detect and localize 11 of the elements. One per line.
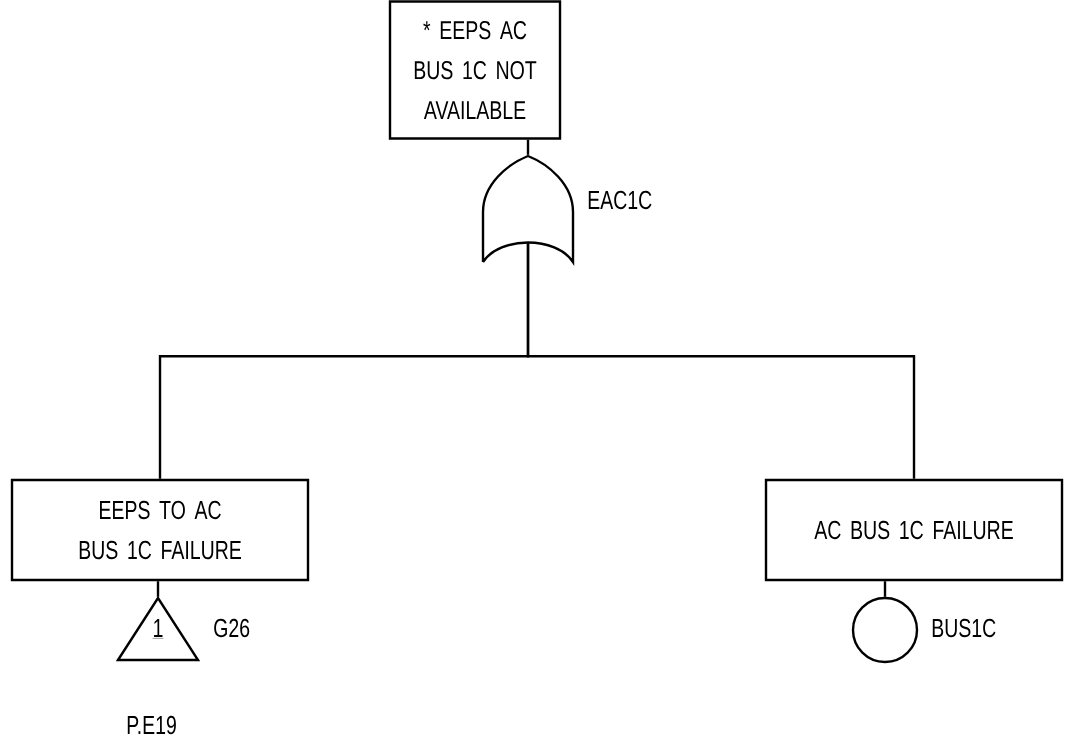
- event-box: AC BUS 1C FAILURE: [764, 478, 1064, 582]
- event-code: EAC1C: [588, 190, 652, 210]
- connector-line: [156, 581, 160, 597]
- page-reference: P.E19: [127, 715, 176, 735]
- event-box: * EEPS AC BUS 1C NOT AVAILABLE: [388, 0, 562, 140]
- event-code: BUS1C: [932, 618, 996, 638]
- connector-line: [883, 581, 887, 597]
- event-box: EEPS TO AC BUS 1C FAILURE: [10, 478, 310, 582]
- connector-line: [526, 243, 916, 479]
- event-code: G26: [214, 618, 250, 638]
- connector-line: [526, 139, 530, 155]
